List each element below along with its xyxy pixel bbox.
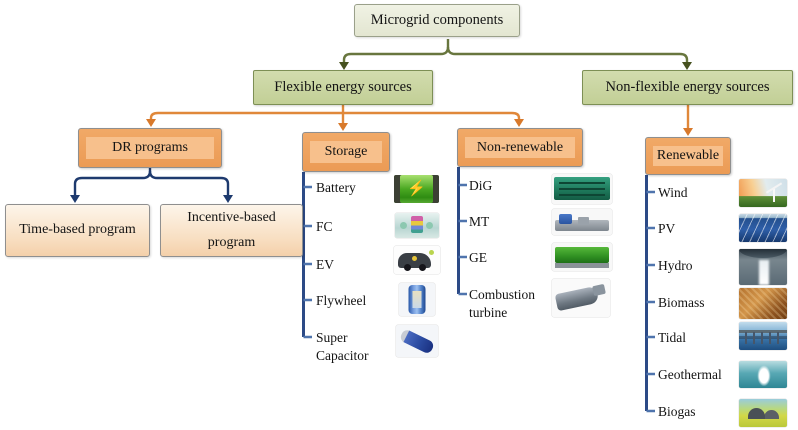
micro-turbine-image bbox=[552, 209, 612, 235]
renewable-item-tidal: Tidal bbox=[658, 330, 687, 345]
renewable-item-wind: Wind bbox=[658, 185, 688, 200]
incentive-based-program-box: Incentive-based program bbox=[160, 204, 303, 257]
solar-pv-image bbox=[739, 214, 787, 242]
storage-box: Storage bbox=[302, 132, 390, 172]
combustion-turbine-image bbox=[552, 279, 610, 317]
battery-image bbox=[394, 175, 439, 203]
arrowhead-dr bbox=[146, 119, 156, 127]
navy-connectors bbox=[73, 168, 230, 195]
renewable-item-hydro: Hydro bbox=[658, 258, 693, 273]
renewable-item-biogas: Biogas bbox=[658, 404, 696, 419]
navy-arrowheads bbox=[70, 195, 233, 203]
connector-root-to-flexible bbox=[342, 39, 450, 62]
renewable-item-pv: PV bbox=[658, 221, 676, 236]
fuel-cell-image bbox=[395, 213, 439, 238]
arrowhead-non-flexible bbox=[682, 62, 692, 70]
non-renewable-item-combustion-turbine: Combustion turbine bbox=[469, 287, 536, 320]
storage-item-flywheel: Flywheel bbox=[316, 293, 367, 308]
orange-arrowheads bbox=[146, 119, 693, 136]
connector-root-to-non-flexible bbox=[446, 46, 689, 62]
storage-item-ev: EV bbox=[316, 257, 334, 272]
root-box-microgrid-components: Microgrid components bbox=[354, 4, 520, 37]
storage-ticks bbox=[303, 185, 312, 339]
time-based-program-box: Time-based program bbox=[5, 204, 150, 257]
green-connectors bbox=[342, 39, 689, 62]
non-renewable-item-ge: GE bbox=[469, 250, 487, 265]
arrowhead-storage bbox=[338, 123, 348, 131]
gas-engine-image bbox=[552, 243, 612, 271]
green-arrowheads bbox=[339, 62, 692, 70]
renewable-item-geothermal: Geothermal bbox=[658, 367, 722, 382]
non-renewable-item-dig: DiG bbox=[469, 178, 493, 193]
storage-item-battery: Battery bbox=[316, 180, 356, 195]
renewable-box: Renewable bbox=[645, 137, 731, 175]
arrowhead-non-renewable bbox=[514, 119, 524, 127]
dr-programs-box: DR programs bbox=[78, 128, 222, 168]
arrowhead-renewable bbox=[683, 128, 693, 136]
non-flexible-energy-sources-box: Non-flexible energy sources bbox=[582, 70, 793, 105]
connector-flexible-to-non-renewable bbox=[343, 111, 521, 120]
tidal-image bbox=[739, 322, 787, 350]
storage-item-super-capacitor: Super Capacitor bbox=[316, 330, 369, 363]
renewable-item-biomass: Biomass bbox=[658, 295, 705, 310]
connector-dr-to-time-based bbox=[73, 168, 152, 195]
hydro-image bbox=[739, 249, 787, 285]
super-capacitor-image bbox=[396, 325, 438, 357]
arrowhead-flexible bbox=[339, 62, 349, 70]
electric-vehicle-image bbox=[394, 246, 440, 274]
biogas-image bbox=[739, 399, 787, 427]
geothermal-image bbox=[739, 361, 787, 388]
non-renewable-item-mt: MT bbox=[469, 214, 490, 229]
diesel-generator-image bbox=[552, 174, 612, 204]
renewable-ticks bbox=[646, 190, 655, 413]
non-renewable-ticks bbox=[458, 183, 467, 296]
flywheel-image bbox=[399, 283, 435, 316]
non-renewable-box: Non-renewable bbox=[457, 128, 583, 167]
arrowhead-time-based bbox=[70, 195, 80, 203]
orange-connectors bbox=[149, 105, 690, 129]
wind-image bbox=[739, 179, 787, 207]
flexible-energy-sources-box: Flexible energy sources bbox=[253, 70, 433, 105]
storage-item-fc: FC bbox=[316, 219, 333, 234]
connector-dr-to-incentive-based bbox=[148, 170, 230, 195]
biomass-image bbox=[739, 288, 787, 319]
arrowhead-incentive-based bbox=[223, 195, 233, 203]
connector-flexible-to-dr bbox=[149, 111, 343, 120]
